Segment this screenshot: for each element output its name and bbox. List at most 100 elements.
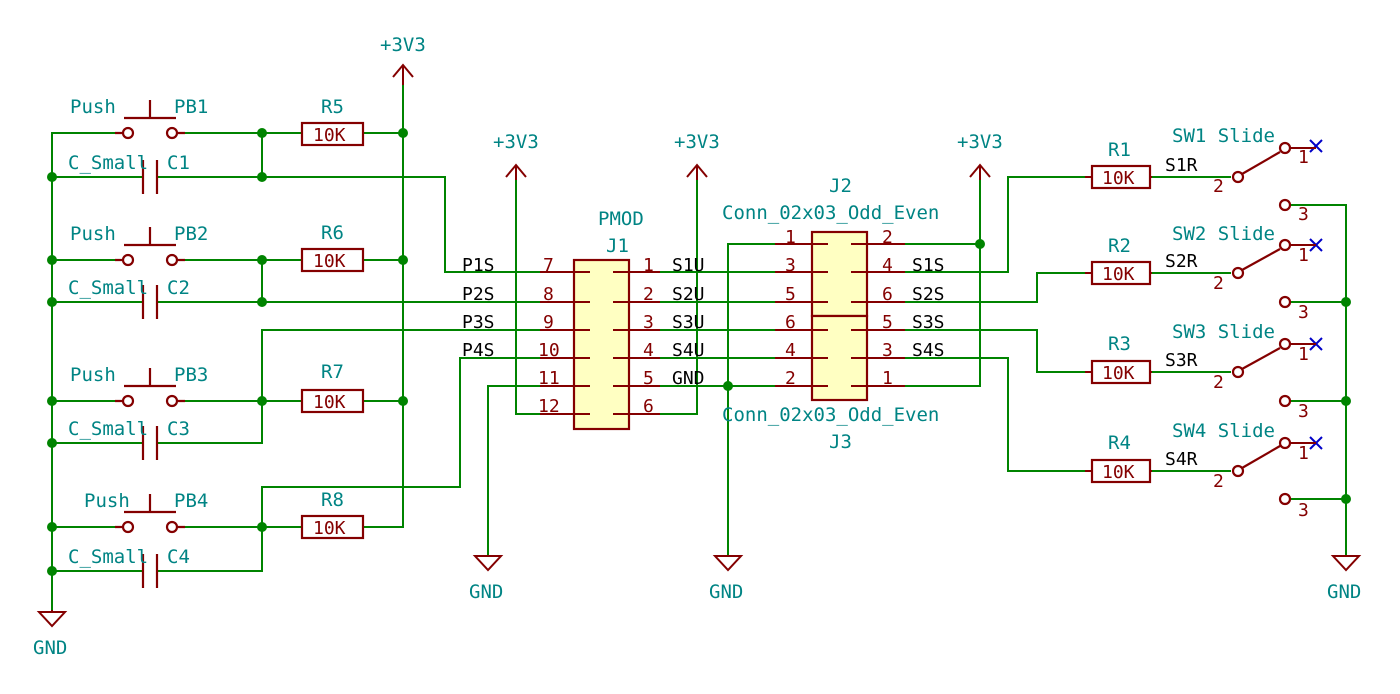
resistor-r7: 10K R7: [300, 361, 365, 414]
resistor-value: 10K: [1102, 363, 1135, 384]
switch-name: SW1 Slide: [1172, 125, 1275, 147]
vcc-symbol: +3V3: [674, 131, 720, 180]
pin-number: 2: [1213, 372, 1224, 393]
net-label: P1S: [462, 255, 495, 276]
button-name: Push: [70, 364, 116, 386]
junction-dot: [47, 297, 57, 307]
connector-name: Conn_02x03_Odd_Even: [722, 404, 939, 426]
capacitor-2: C_Small C2: [68, 277, 190, 319]
junctions: [47, 128, 1351, 576]
pin-number: 7: [543, 255, 554, 276]
resistor-ref: R3: [1108, 333, 1131, 355]
cap-ref: C2: [167, 277, 190, 299]
cap-name: C_Small: [68, 418, 148, 440]
connector-ref: J2: [829, 175, 852, 197]
resistor-ref: R8: [321, 489, 344, 511]
vcc-label: +3V3: [674, 131, 720, 153]
button-ref: PB2: [174, 223, 208, 245]
resistor-ref: R6: [321, 222, 344, 244]
junction-dot: [257, 297, 267, 307]
connector-name: PMOD: [598, 208, 644, 230]
vcc-label: +3V3: [957, 131, 1003, 153]
net-label: P3S: [462, 312, 495, 333]
junction-dot: [47, 522, 57, 532]
net-label: S4S: [912, 340, 945, 361]
pin-number: 9: [543, 312, 554, 333]
net-label: S4R: [1165, 449, 1198, 470]
slide-switch-1: 10K R1 S1R SW1 Slide 1 2 3: [1085, 125, 1323, 225]
pin-number: 1: [1298, 344, 1309, 365]
pin-number: 3: [1298, 302, 1309, 323]
button-ref: PB4: [174, 490, 208, 512]
pin-number: 1: [882, 368, 893, 389]
pin-number: 2: [882, 227, 893, 248]
pin-number: 1: [1298, 147, 1309, 168]
pin-number: 2: [1213, 471, 1224, 492]
resistor-r5: 10K R5: [300, 96, 365, 147]
junction-dot: [47, 172, 57, 182]
net-label: S1R: [1165, 155, 1198, 176]
pin-number: 2: [1213, 176, 1224, 197]
net-label: S3S: [912, 312, 945, 333]
junction-dot: [47, 438, 57, 448]
gnd-symbol: GND: [33, 610, 67, 659]
resistor-ref: R2: [1108, 235, 1131, 257]
junction-dot: [398, 396, 408, 406]
junction-dot: [257, 128, 267, 138]
pin-number: 5: [882, 312, 893, 333]
capacitor-4: C_Small C4: [68, 546, 190, 588]
pin-number: 4: [643, 340, 654, 361]
junction-dot: [975, 239, 985, 249]
connector-name: Conn_02x03_Odd_Even: [722, 202, 939, 224]
switch-name: SW2 Slide: [1172, 223, 1275, 245]
junction-dot: [47, 566, 57, 576]
pin-number: 10: [538, 340, 560, 361]
vcc-label: +3V3: [493, 131, 539, 153]
resistor-value: 10K: [313, 251, 346, 272]
cap-ref: C1: [167, 152, 190, 174]
pin-number: 1: [1298, 245, 1309, 266]
switch-name: SW4 Slide: [1172, 420, 1275, 442]
junction-dot: [47, 396, 57, 406]
resistor-value: 10K: [1102, 168, 1135, 189]
cap-ref: C4: [167, 546, 190, 568]
wires: [51, 84, 1347, 611]
vcc-symbol: +3V3: [957, 131, 1003, 180]
vcc-label: +3V3: [380, 34, 426, 56]
cap-name: C_Small: [68, 152, 148, 174]
push-button-1: Push PB1: [70, 96, 208, 140]
gnd-symbol: GND: [469, 555, 503, 603]
pin-number: 4: [882, 255, 893, 276]
pin-number: 8: [543, 284, 554, 305]
resistor-r6: 10K R6: [300, 222, 365, 273]
pin-number: 6: [643, 396, 654, 417]
net-label: P2S: [462, 284, 495, 305]
pin-number: 11: [538, 368, 560, 389]
power-symbols: +3V3 +3V3 +3V3 +3V3 GND GND GND GN: [33, 34, 1361, 659]
vcc-symbol: +3V3: [380, 34, 426, 85]
pin-number: 5: [643, 368, 654, 389]
pin-number: 5: [785, 284, 796, 305]
pin-number: 6: [882, 284, 893, 305]
connector-ref: J1: [606, 235, 629, 257]
junction-dot: [257, 172, 267, 182]
pin-number: 3: [1298, 204, 1309, 225]
cap-name: C_Small: [68, 277, 148, 299]
gnd-label: GND: [33, 637, 67, 659]
resistor-ref: R1: [1108, 139, 1131, 161]
junction-dot: [257, 522, 267, 532]
gnd-symbol: GND: [709, 555, 743, 603]
pin-number: 2: [1213, 273, 1224, 294]
net-label: S1S: [912, 255, 945, 276]
connector-ref: J3: [829, 431, 852, 453]
net-label: S4U: [672, 340, 705, 361]
gnd-label: GND: [709, 581, 743, 603]
slide-switch-3: 10K R3 S3R SW3 Slide 1 2 3: [1085, 321, 1323, 422]
resistor-r8: 10K R8: [300, 489, 365, 540]
resistor-value: 10K: [313, 392, 346, 413]
junction-dot: [1341, 494, 1351, 504]
push-button-3: Push PB3: [70, 364, 208, 408]
button-ref: PB1: [174, 96, 208, 118]
